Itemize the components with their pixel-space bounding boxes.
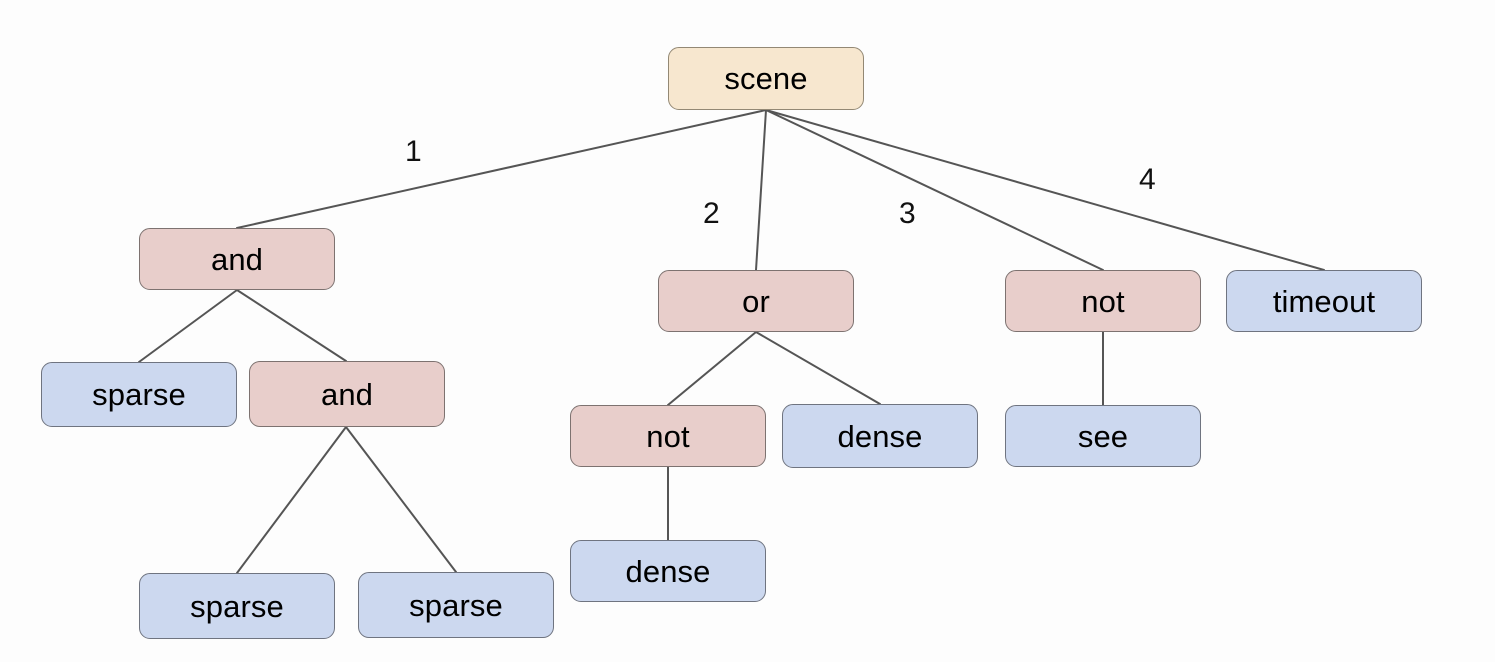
tree-node-see1[interactable]: see: [1005, 405, 1201, 467]
tree-node-sparse1[interactable]: sparse: [41, 362, 237, 427]
tree-node-label: sparse: [409, 587, 503, 623]
edge-label-1: 1: [405, 135, 422, 168]
edge-label-4: 4: [1139, 163, 1156, 196]
tree-node-and2[interactable]: and: [249, 361, 445, 427]
tree-node-label: not: [646, 418, 690, 454]
tree-node-not1[interactable]: not: [570, 405, 766, 467]
tree-node-label: dense: [625, 553, 711, 589]
tree-node-label: and: [320, 376, 374, 412]
tree-edge-and2-to-sparse3: [345, 426, 457, 573]
tree-edge-scene-to-or1: [755, 109, 767, 271]
tree-edge-or1-to-not1: [667, 331, 757, 406]
tree-node-label: or: [742, 283, 770, 319]
tree-edge-and2-to-sparse2: [236, 426, 347, 574]
tree-node-label: scene: [724, 61, 808, 96]
tree-node-label: see: [1077, 418, 1129, 454]
tree-node-dense2[interactable]: dense: [570, 540, 766, 602]
tree-node-or1[interactable]: or: [658, 270, 854, 332]
tree-node-label: sparse: [190, 588, 284, 624]
tree-edge-scene-to-timeout1: [765, 109, 1325, 271]
tree-node-dense1[interactable]: dense: [782, 404, 978, 468]
tree-node-label: not: [1081, 283, 1125, 319]
tree-node-sparse3[interactable]: sparse: [358, 572, 554, 638]
edge-label-3: 3: [899, 197, 916, 230]
tree-node-label: timeout: [1272, 283, 1376, 319]
tree-node-label: sparse: [92, 377, 186, 412]
tree-node-timeout1[interactable]: timeout: [1226, 270, 1422, 332]
tree-node-sparse2[interactable]: sparse: [139, 573, 335, 639]
tree-edge-scene-to-and1: [236, 109, 767, 229]
tree-edge-and1-to-and2: [236, 289, 347, 362]
tree-edge-and1-to-sparse1: [138, 289, 238, 363]
tree-node-and1[interactable]: and: [139, 228, 335, 290]
tree-node-not2[interactable]: not: [1005, 270, 1201, 332]
tree-node-scene[interactable]: scene: [668, 47, 864, 110]
tree-edge-scene-to-not2: [765, 109, 1104, 271]
edge-label-2: 2: [703, 197, 720, 230]
tree-node-label: dense: [837, 418, 923, 454]
tree-edge-or1-to-dense1: [755, 331, 881, 405]
tree-node-label: and: [210, 241, 264, 277]
